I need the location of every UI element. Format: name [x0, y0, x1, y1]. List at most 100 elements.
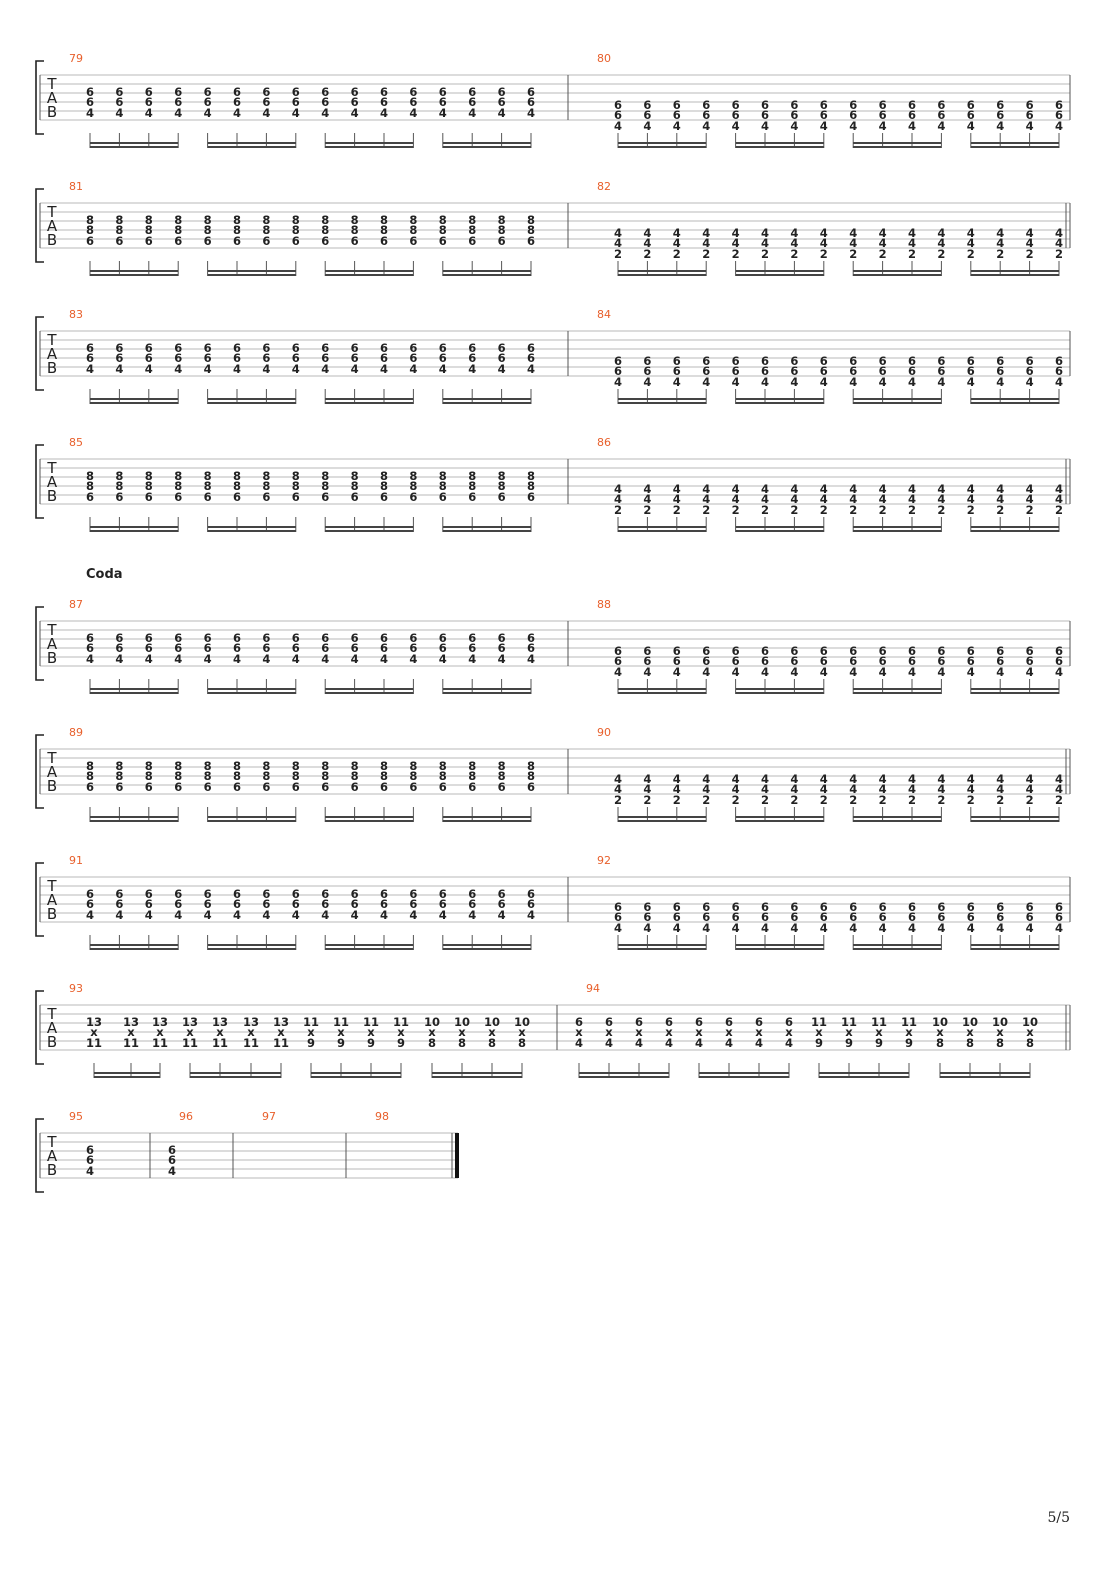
fret-number: 6 [790, 654, 798, 668]
fret-number: 4 [498, 106, 506, 120]
fret-number: 4 [879, 782, 887, 796]
fret-number: 4 [1055, 236, 1063, 250]
fret-number: 4 [262, 106, 270, 120]
fret-number: x [635, 1025, 643, 1039]
fret-number: 8 [380, 213, 388, 227]
fret-number: x [186, 1025, 194, 1039]
fret-number: 4 [785, 1036, 793, 1050]
fret-number: 13 [152, 1015, 168, 1029]
fret-number: 4 [86, 652, 94, 666]
fret-number: 2 [790, 793, 798, 807]
fret-number: 6 [115, 887, 123, 901]
fret-number: 8 [351, 479, 359, 493]
fret-number: 4 [790, 492, 798, 506]
fret-number: 6 [761, 654, 769, 668]
fret-number: x [665, 1025, 673, 1039]
fret-number: 4 [1026, 782, 1034, 796]
fret-number: 4 [498, 652, 506, 666]
fret-number: 4 [849, 492, 857, 506]
fret-number: 8 [1026, 1036, 1034, 1050]
fret-number: 6 [849, 910, 857, 924]
fret-number: 10 [962, 1015, 978, 1029]
fret-number: 6 [115, 95, 123, 109]
fret-number: 11 [333, 1015, 349, 1029]
fret-number: 6 [351, 887, 359, 901]
fret-number: 4 [937, 119, 945, 133]
fret-number: 6 [439, 341, 447, 355]
fret-number: 4 [673, 492, 681, 506]
fret-number: 6 [527, 641, 535, 655]
fret-number: 8 [409, 469, 417, 483]
fret-number: 4 [790, 665, 798, 679]
fret-number: 4 [996, 375, 1004, 389]
fret-number: 6 [702, 910, 710, 924]
fret-number: 6 [702, 654, 710, 668]
fret-number: 4 [702, 665, 710, 679]
fret-number: 6 [233, 631, 241, 645]
fret-number: 6 [732, 910, 740, 924]
fret-number: 8 [292, 213, 300, 227]
fret-number: 6 [145, 351, 153, 365]
fret-number: 6 [351, 85, 359, 99]
fret-number: 4 [1026, 665, 1034, 679]
tab-letter: A [47, 1147, 58, 1165]
fret-number: x [307, 1025, 315, 1039]
fret-number: 4 [351, 908, 359, 922]
fret-number: 4 [86, 908, 94, 922]
fret-number: 4 [967, 782, 975, 796]
fret-number: 4 [732, 492, 740, 506]
fret-number: 8 [468, 213, 476, 227]
fret-number: 8 [174, 469, 182, 483]
fret-number: 4 [761, 921, 769, 935]
fret-number: 4 [351, 652, 359, 666]
fret-number: 6 [292, 641, 300, 655]
fret-number: 4 [643, 236, 651, 250]
fret-number: 4 [879, 772, 887, 786]
tab-letter: A [47, 635, 58, 653]
fret-number: 4 [1055, 921, 1063, 935]
fret-number: 6 [908, 900, 916, 914]
fret-number: 6 [168, 1143, 176, 1157]
fret-number: 6 [380, 234, 388, 248]
fret-number: 11 [243, 1036, 259, 1050]
fret-number: 4 [761, 375, 769, 389]
fret-number: 6 [1055, 900, 1063, 914]
fret-number: 9 [307, 1036, 315, 1050]
fret-number: 8 [351, 469, 359, 483]
fret-number: 6 [879, 654, 887, 668]
fret-number: 8 [439, 213, 447, 227]
fret-number: 4 [849, 119, 857, 133]
fret-number: 6 [233, 85, 241, 99]
fret-number: 6 [233, 780, 241, 794]
fret-number: 4 [174, 652, 182, 666]
fret-number: 4 [820, 492, 828, 506]
fret-number: 4 [732, 772, 740, 786]
fret-number: 6 [468, 780, 476, 794]
fret-number: 6 [204, 351, 212, 365]
fret-number: 6 [115, 490, 123, 504]
fret-number: 6 [702, 644, 710, 658]
fret-number: 6 [351, 351, 359, 365]
fret-number: 4 [790, 119, 798, 133]
fret-number: 6 [409, 341, 417, 355]
measure-number: 95 [69, 1110, 83, 1123]
tab-letter: T [46, 75, 57, 93]
fret-number: 8 [498, 759, 506, 773]
fret-number: 6 [321, 341, 329, 355]
fret-number: 4 [702, 492, 710, 506]
fret-number: 4 [702, 119, 710, 133]
fret-number: 6 [174, 897, 182, 911]
fret-number: 9 [367, 1036, 375, 1050]
fret-number: 13 [273, 1015, 289, 1029]
fret-number: 4 [790, 236, 798, 250]
fret-number: 8 [233, 223, 241, 237]
fret-number: 6 [321, 887, 329, 901]
fret-number: 4 [937, 226, 945, 240]
tab-letter: A [47, 473, 58, 491]
fret-number: 4 [967, 226, 975, 240]
fret-number: 6 [614, 354, 622, 368]
fret-number: 6 [145, 490, 153, 504]
fret-number: 4 [761, 236, 769, 250]
fret-number: 6 [498, 85, 506, 99]
fret-number: 4 [937, 482, 945, 496]
